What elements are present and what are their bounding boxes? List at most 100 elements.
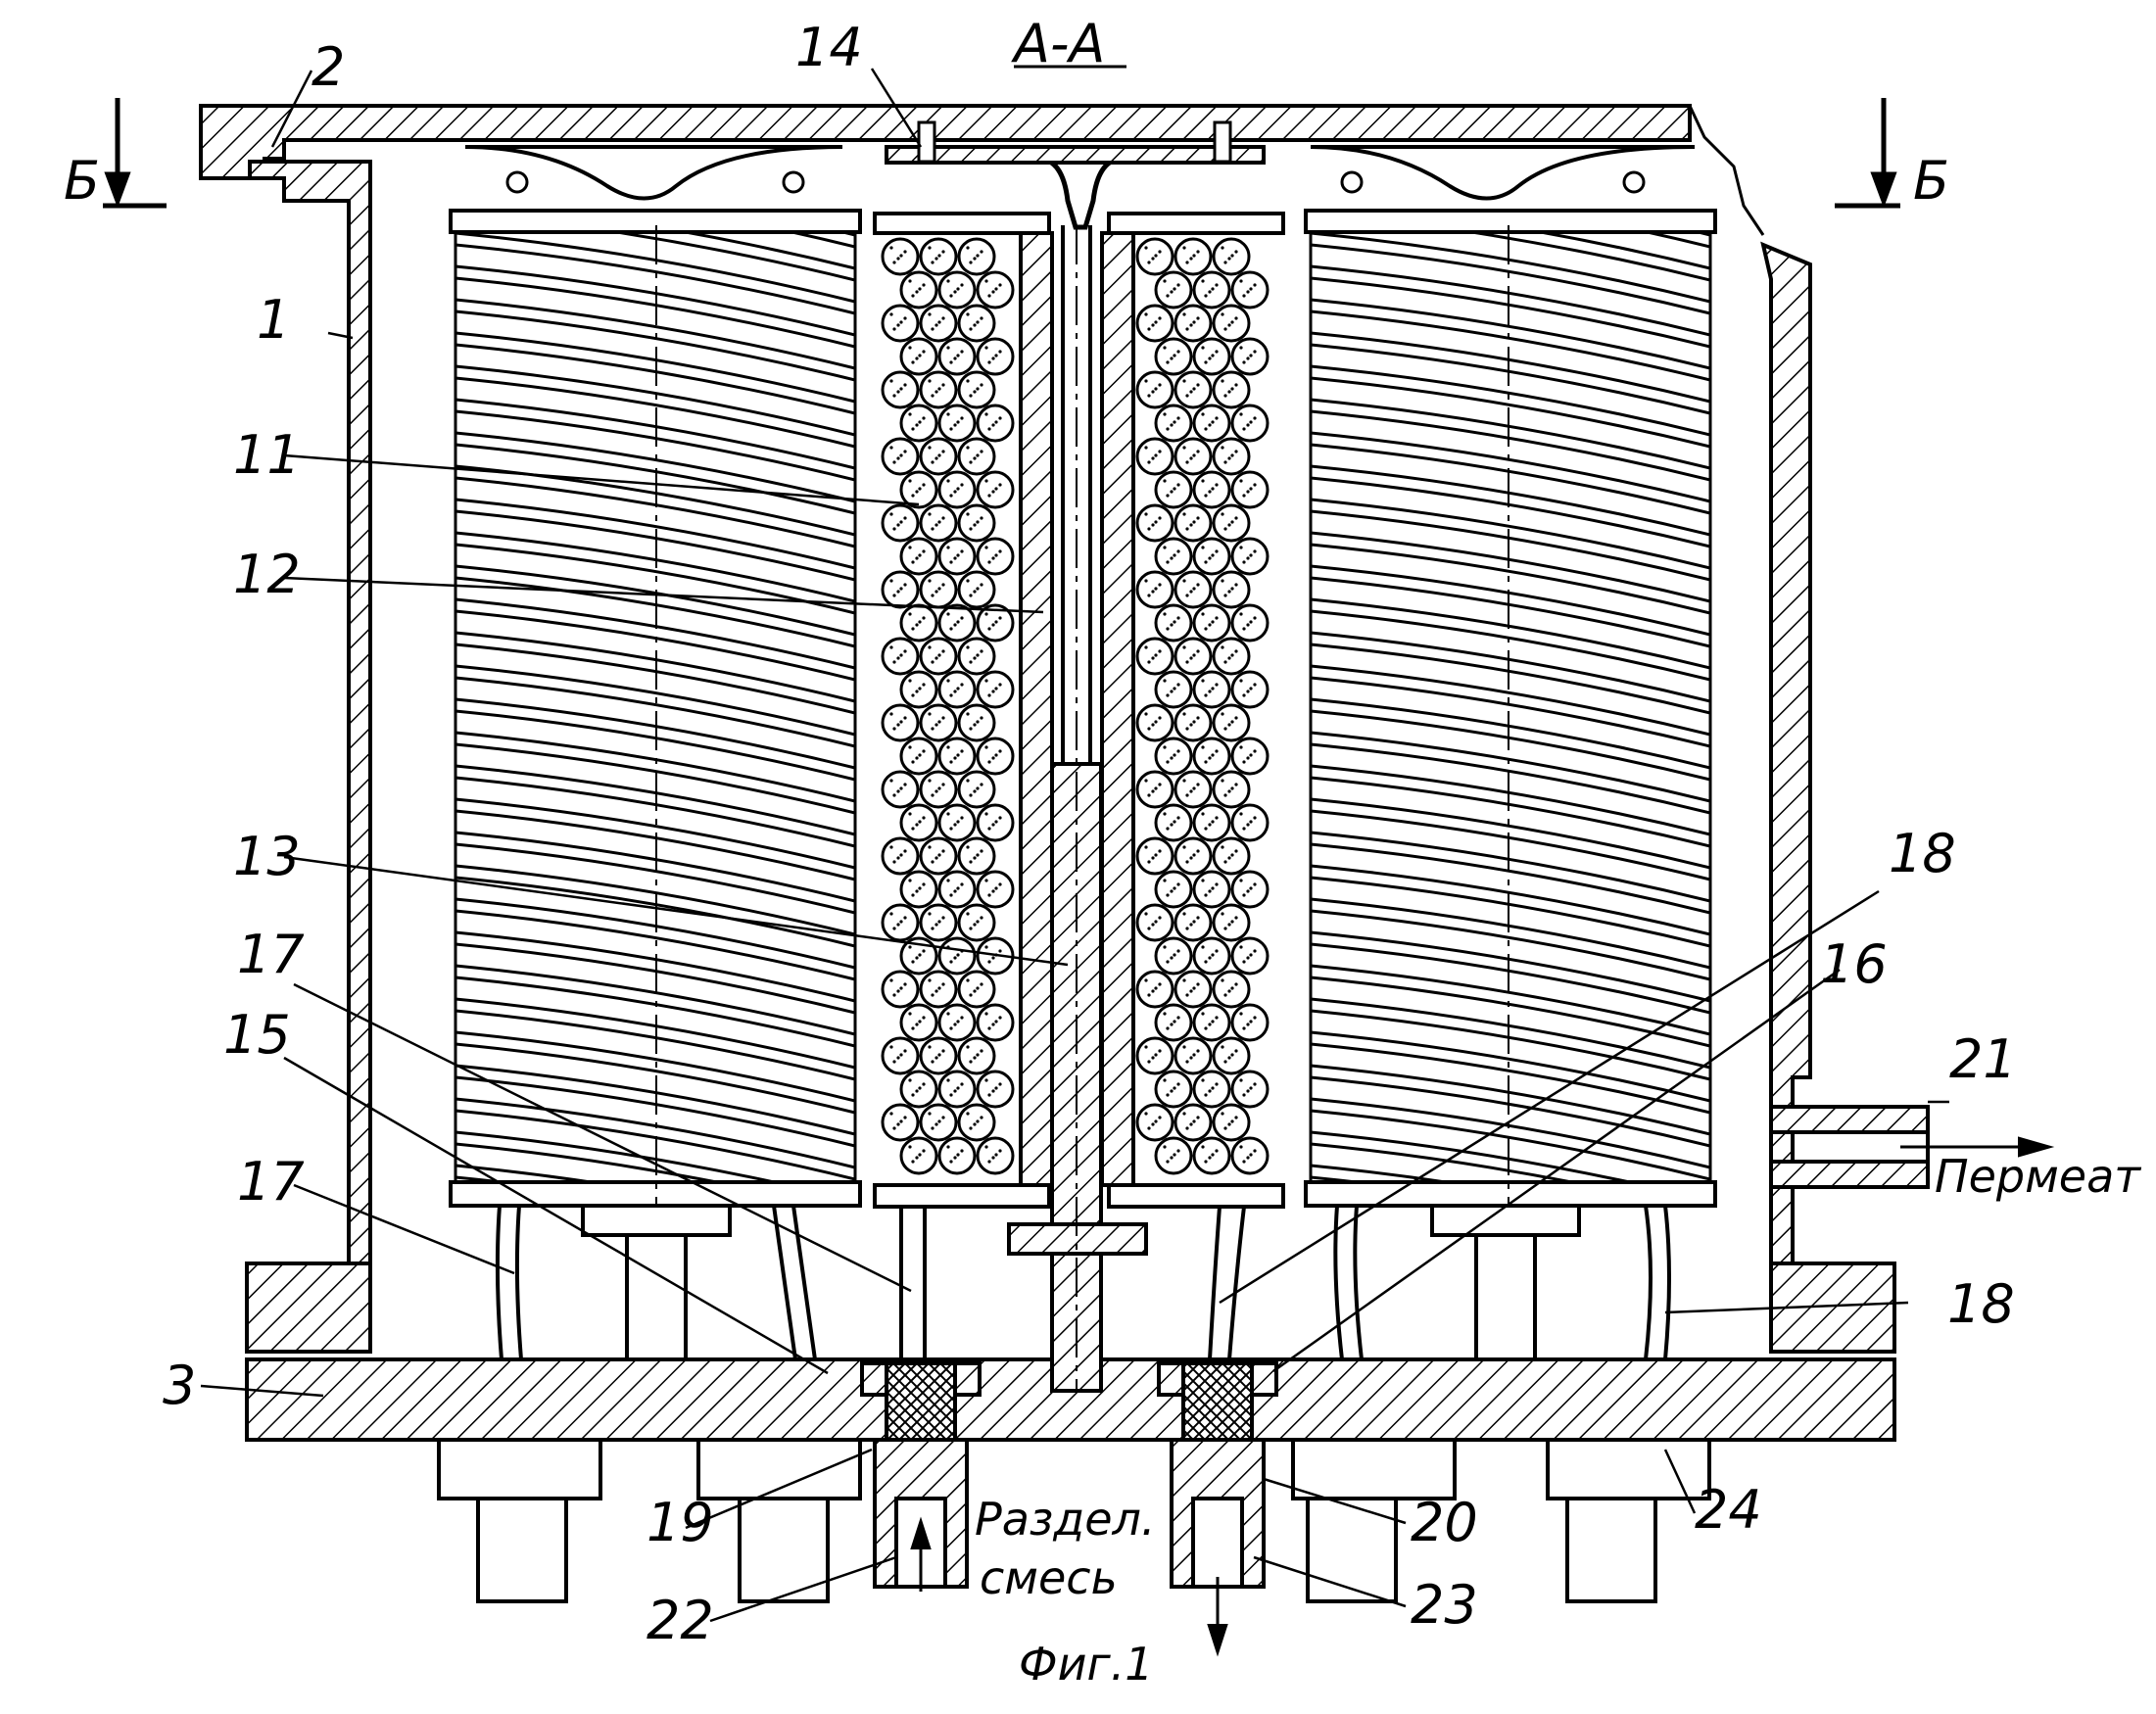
bead-dot bbox=[928, 779, 932, 783]
bead-dot bbox=[1227, 723, 1231, 727]
bead-dot bbox=[922, 1082, 926, 1086]
bead-dot bbox=[892, 1060, 896, 1064]
bead-dot bbox=[1204, 960, 1208, 964]
bead-dot bbox=[1211, 886, 1215, 890]
bead-dot bbox=[1182, 645, 1186, 649]
bead-dot bbox=[1196, 783, 1200, 786]
bead-dot bbox=[1163, 812, 1167, 816]
bead-dot bbox=[937, 986, 941, 990]
bead-dot bbox=[896, 923, 900, 927]
bead-dot bbox=[973, 1122, 977, 1126]
bead-dot bbox=[987, 1093, 991, 1097]
bead-dot bbox=[911, 693, 915, 697]
bead-dot bbox=[1196, 1116, 1200, 1119]
bead-dot bbox=[937, 587, 941, 591]
bead-dot bbox=[1166, 360, 1170, 364]
bead-dot bbox=[1230, 720, 1234, 724]
bead-dot bbox=[980, 583, 983, 587]
bead-dot bbox=[1196, 450, 1200, 453]
nuts bbox=[437, 1438, 1711, 1603]
bead-dot bbox=[1221, 845, 1224, 849]
bead-dot bbox=[931, 460, 934, 464]
bead-dot bbox=[946, 1078, 950, 1082]
bead-dot bbox=[903, 649, 907, 653]
bead-dot bbox=[1249, 1153, 1253, 1157]
bead-dot bbox=[1176, 283, 1180, 287]
bead-dot bbox=[903, 450, 907, 453]
bead-dot bbox=[1227, 1122, 1231, 1126]
bead-dot bbox=[984, 1078, 988, 1082]
bead-dot bbox=[1201, 1012, 1205, 1016]
bead-dot bbox=[931, 927, 934, 930]
bead-dot bbox=[1189, 1122, 1193, 1126]
bead-dot bbox=[960, 1016, 964, 1020]
bead-dot bbox=[1223, 927, 1227, 930]
bead-dot bbox=[991, 1089, 995, 1093]
bead-dot bbox=[1185, 993, 1189, 997]
bead-dot bbox=[931, 1126, 934, 1130]
bead-dot bbox=[1176, 882, 1180, 886]
bead-dot bbox=[966, 579, 970, 583]
bead-dot bbox=[908, 546, 912, 549]
housing-shell bbox=[199, 104, 1896, 1442]
bead-dot bbox=[1223, 1060, 1227, 1064]
bead-dot bbox=[969, 594, 973, 597]
bead-dot bbox=[922, 749, 926, 753]
bead-dot bbox=[956, 820, 960, 824]
bead-dot bbox=[1196, 316, 1200, 320]
bead-dot bbox=[889, 246, 893, 250]
figure-caption: Фиг.1 bbox=[1019, 1638, 1154, 1690]
bead-dot bbox=[1176, 549, 1180, 553]
coil-turn bbox=[1311, 731, 1710, 815]
bead-dot bbox=[1201, 346, 1205, 350]
bead-dot bbox=[1147, 460, 1151, 464]
bead-dot bbox=[1158, 316, 1162, 320]
bead-dot bbox=[976, 387, 980, 391]
bead-dot bbox=[1163, 1145, 1167, 1149]
bead-dot bbox=[991, 423, 995, 427]
bead-dot bbox=[956, 287, 960, 291]
bead-dot bbox=[899, 254, 903, 258]
bead-dot bbox=[908, 812, 912, 816]
bead-dot bbox=[1158, 1116, 1162, 1119]
bead-dot bbox=[973, 323, 977, 327]
bead-dot bbox=[892, 327, 896, 331]
bead-dot bbox=[994, 553, 998, 557]
coil-turn bbox=[1640, 232, 1710, 249]
coil-turn bbox=[1311, 797, 1710, 881]
bead-dot bbox=[953, 357, 957, 360]
bead-dot bbox=[998, 549, 1002, 553]
bead-dot bbox=[937, 653, 941, 657]
bead-dot bbox=[1204, 627, 1208, 631]
callout-21: 21 bbox=[1949, 1028, 2017, 1090]
bead-dot bbox=[1227, 456, 1231, 460]
inlet-label-line1: Раздел. bbox=[975, 1493, 1156, 1546]
bead-dot bbox=[987, 960, 991, 964]
bead-dot bbox=[1234, 783, 1238, 786]
sorbent-column-left bbox=[873, 212, 1054, 1209]
bead-dot bbox=[918, 620, 922, 624]
bead-dot bbox=[931, 993, 934, 997]
bead-dot bbox=[1170, 889, 1174, 893]
bead-dot bbox=[1185, 793, 1189, 797]
bead-dot bbox=[911, 427, 915, 431]
bead-dot bbox=[1223, 594, 1227, 597]
bead-dot bbox=[1170, 756, 1174, 760]
bead-dot bbox=[966, 246, 970, 250]
bead-dot bbox=[1173, 420, 1176, 424]
bead-dot bbox=[908, 679, 912, 683]
bead-dot bbox=[969, 1126, 973, 1130]
membrane-coil-right bbox=[1304, 209, 1717, 1361]
bead-dot bbox=[984, 346, 988, 350]
bead-dot bbox=[1144, 779, 1148, 783]
bead-dot bbox=[1173, 1020, 1176, 1024]
permeate-pipe bbox=[1769, 1105, 2055, 1189]
bead-dot bbox=[1173, 953, 1176, 957]
bead-dot bbox=[1176, 683, 1180, 687]
bead-dot bbox=[899, 453, 903, 457]
bead-dot bbox=[976, 453, 980, 457]
bead-dot bbox=[1173, 820, 1176, 824]
bead-dot bbox=[889, 712, 893, 716]
bead-dot bbox=[899, 853, 903, 857]
bead-dot bbox=[899, 1053, 903, 1057]
